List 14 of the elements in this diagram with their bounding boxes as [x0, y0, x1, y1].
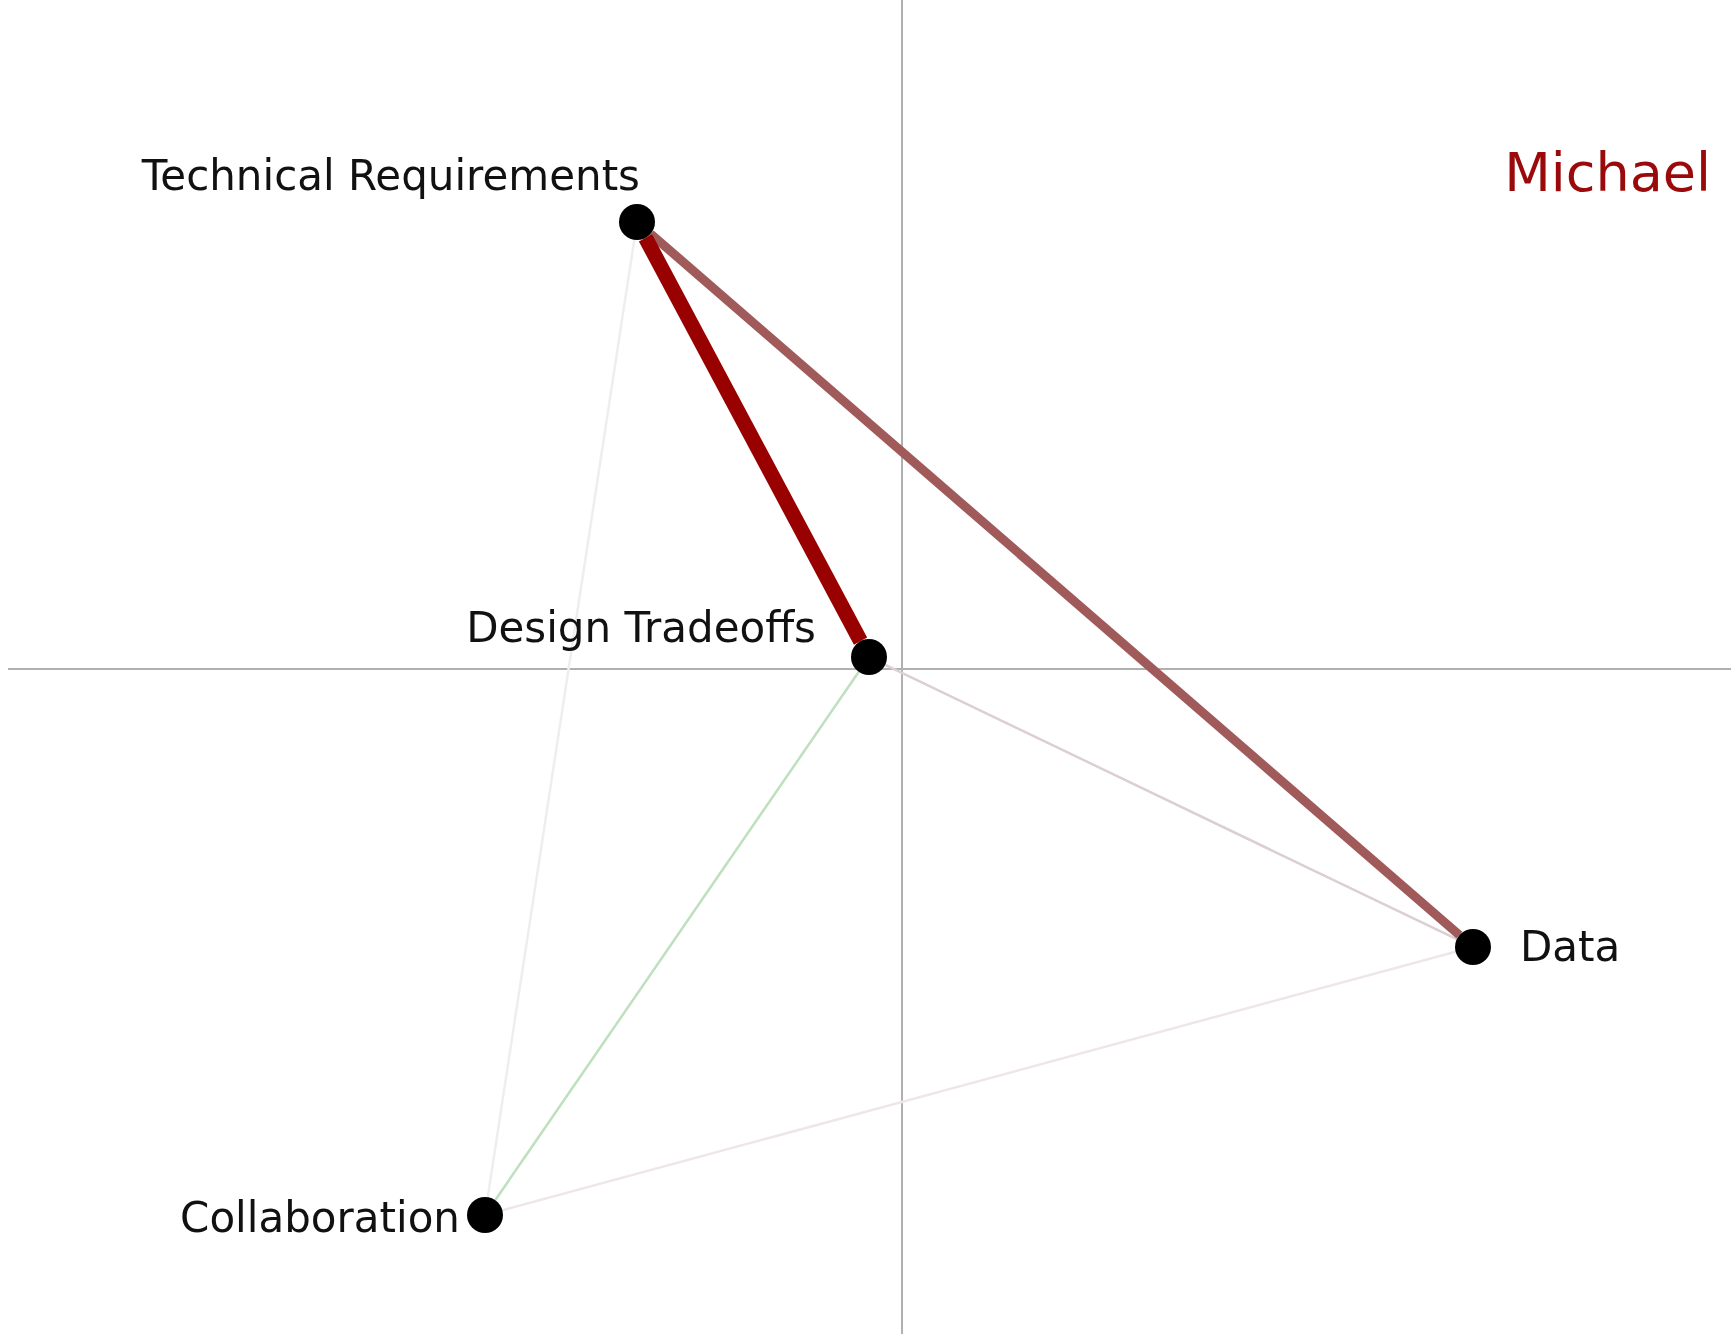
- node-dot: [467, 1197, 503, 1233]
- point-label: Collaboration: [180, 1197, 460, 1239]
- point-label: Data: [1520, 926, 1621, 968]
- connector-line: [884, 663, 1458, 941]
- point-label: Design Tradeoffs: [466, 607, 816, 649]
- connector-line: [486, 239, 636, 1198]
- connector-line: [494, 671, 860, 1201]
- node-dot: [851, 639, 887, 675]
- connector-line: [638, 234, 868, 645]
- connector-line: [502, 950, 1456, 1212]
- point-label: Technical Requirements: [141, 155, 640, 197]
- series-name-label: Michael: [1504, 146, 1711, 200]
- node-dot: [619, 204, 655, 240]
- node-dot: [1455, 929, 1491, 965]
